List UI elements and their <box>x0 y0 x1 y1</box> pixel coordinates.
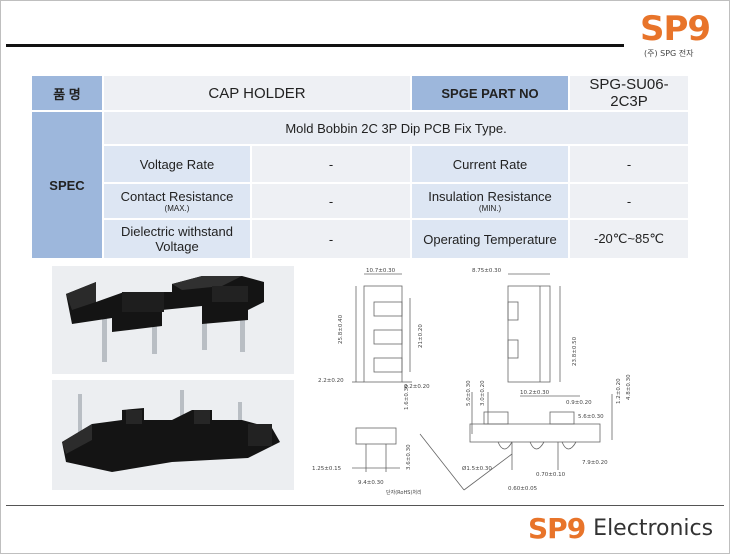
dim-label: 10.7±0.30 <box>366 268 396 274</box>
dim-label: 1.2±0.20 <box>616 378 622 404</box>
spec-cell-insulation-resistance: Insulation Resistance (MIN.) <box>410 182 571 220</box>
spec-table: 품 명 CAP HOLDER SPGE PART NO SPG-SU06-2C3… <box>30 74 691 260</box>
drawing-note: 단자(RoHS)처리 <box>386 489 422 496</box>
dim-label: 5.0±0.30 <box>466 380 472 406</box>
spec-label: SPEC <box>30 110 104 260</box>
brand-logo: SP9 (주) SPG 전자 <box>640 12 720 68</box>
technical-drawing: 10.7±0.30 25.8±0.40 21±0.20 2.2±0.20 2.2… <box>312 264 642 500</box>
spec-value-insulation-resistance: - <box>568 182 691 220</box>
header-rule <box>6 44 624 47</box>
product-photo-side <box>52 380 294 490</box>
cap-holder-photo-illustration <box>52 266 294 374</box>
dim-label: 9.4±0.30 <box>358 480 384 486</box>
spec-value-contact-resistance: - <box>249 182 413 220</box>
part-no-label: SPGE PART NO <box>410 74 571 112</box>
footer-rule <box>6 505 724 506</box>
table-row: Dielectric withstand Voltage - Operating… <box>31 218 691 260</box>
part-no-value: SPG-SU06-2C3P <box>568 74 691 112</box>
spec-value-operating-temp: -20℃~85℃ <box>568 218 691 260</box>
dim-label: 3.0±0.20 <box>480 380 486 406</box>
dim-label: 25.8±0.40 <box>338 314 344 344</box>
dimension-drawing-svg: 10.7±0.30 25.8±0.40 21±0.20 2.2±0.20 2.2… <box>312 268 632 496</box>
dim-label: 23.8±0.50 <box>572 336 578 366</box>
table-row: SPEC Mold Bobbin 2C 3P Dip PCB Fix Type. <box>30 110 691 260</box>
dim-label: 2.2±0.20 <box>318 378 344 384</box>
spec-value-dielectric: - <box>249 218 413 260</box>
spec-label-operating-temp: Operating Temperature <box>410 218 571 260</box>
footer-logo: SP9 Electronics <box>528 508 724 548</box>
spec-value-voltage-rate: - <box>249 144 413 184</box>
brand-logo-mark: SP9 <box>640 9 711 49</box>
dim-label: 2.2±0.20 <box>404 384 430 390</box>
spec-label-voltage-rate: Voltage Rate <box>102 144 252 184</box>
product-photo-front <box>52 266 294 374</box>
cap-holder-photo-illustration <box>52 380 294 490</box>
dim-label: 8.75±0.30 <box>472 268 502 274</box>
spec-title: Mold Bobbin 2C 3P Dip PCB Fix Type. <box>101 110 691 146</box>
brand-logo-subtitle: (주) SPG 전자 <box>644 49 694 58</box>
hole-dim-label: Ø1.5±0.30 <box>462 465 492 472</box>
dim-label: 10.2±0.30 <box>520 390 550 396</box>
dim-label: 21±0.20 <box>418 324 424 348</box>
spec-label-dielectric: Dielectric withstand Voltage <box>102 218 252 260</box>
product-name-label: 품 명 <box>30 74 104 112</box>
product-name-value: CAP HOLDER <box>101 74 413 112</box>
table-row: Contact Resistance (MAX.) - Insulation R… <box>31 182 691 220</box>
dim-label: 0.9±0.20 <box>566 400 592 406</box>
spec-label-current-rate: Current Rate <box>410 144 571 184</box>
table-row: Voltage Rate - Current Rate - <box>31 144 691 184</box>
dim-label: 0.60±0.05 <box>508 486 538 492</box>
spec-value-current-rate: - <box>568 144 691 184</box>
spec-sublabel-min: (MIN.) <box>478 204 502 213</box>
spec-label-insulation-resistance: Insulation Resistance <box>428 189 552 204</box>
footer-logo-mark: SP9 <box>528 511 586 545</box>
spec-sublabel-max: (MAX.) <box>164 204 190 213</box>
spec-cell-contact-resistance: Contact Resistance (MAX.) <box>102 182 252 220</box>
dim-label: 7.9±0.20 <box>582 460 608 466</box>
spec-label-contact-resistance: Contact Resistance <box>120 189 234 204</box>
footer-logo-word: Electronics <box>593 515 714 541</box>
dim-label: 3.6±0.30 <box>406 444 412 470</box>
dim-label: 1.6±0.30 <box>404 384 410 410</box>
dim-label: 4.8±0.30 <box>626 374 632 400</box>
table-row: 품 명 CAP HOLDER SPGE PART NO SPG-SU06-2C3… <box>30 74 691 112</box>
dim-label: 0.70±0.10 <box>536 472 566 478</box>
dim-label: 5.6±0.30 <box>578 414 604 420</box>
dim-label: 1.25±0.15 <box>312 466 342 472</box>
